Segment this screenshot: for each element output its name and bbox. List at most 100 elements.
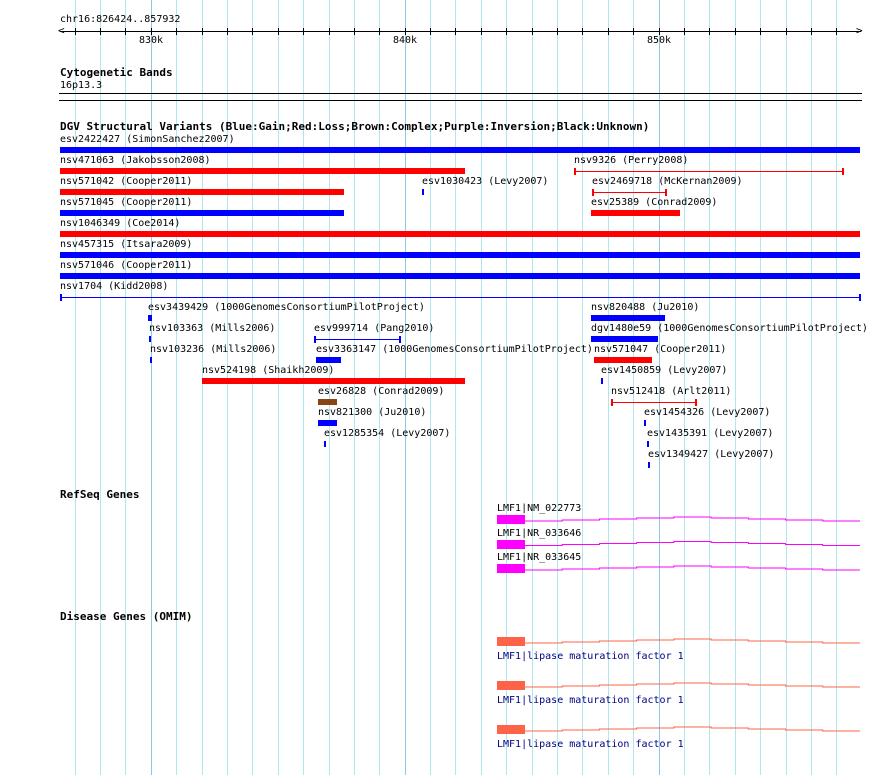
variant-label[interactable]: esv3439429 (1000GenomesConsortiumPilotPr…: [148, 302, 425, 313]
variant-label[interactable]: esv25389 (Conrad2009): [591, 197, 718, 208]
variant-bar[interactable]: [324, 441, 326, 447]
variant-label[interactable]: nsv821300 (Ju2010): [318, 407, 427, 418]
ruler-tick: [227, 28, 228, 35]
ruler-tick: [836, 28, 837, 35]
variant-label[interactable]: esv3363147 (1000GenomesConsortiumPilotPr…: [316, 344, 593, 355]
ruler-tick: [633, 28, 634, 35]
variant-label[interactable]: esv999714 (Pang2010): [314, 323, 435, 334]
gene-label[interactable]: LMF1|NR_033646: [497, 527, 582, 539]
variant-bar[interactable]: [60, 252, 860, 258]
variant-bar[interactable]: [60, 231, 860, 237]
grid-line: [125, 0, 126, 775]
variant-label[interactable]: nsv524198 (Shaikh2009): [202, 365, 335, 376]
variant-label[interactable]: esv1349427 (Levy2007): [648, 449, 775, 460]
variant-bar[interactable]: [594, 357, 652, 363]
variant-line[interactable]: [314, 339, 400, 340]
exon-block[interactable]: [497, 681, 525, 690]
variant-label[interactable]: nsv1704 (Kidd2008): [60, 281, 169, 292]
variant-bar[interactable]: [318, 399, 337, 405]
variant-line[interactable]: [592, 192, 666, 193]
ruler-tick: [760, 28, 761, 35]
variant-label[interactable]: nsv471063 (Jakobsson2008): [60, 155, 211, 166]
ruler-tick: [202, 28, 203, 35]
variant-label[interactable]: nsv820488 (Ju2010): [591, 302, 700, 313]
grid-line: [633, 0, 634, 775]
variant-bar[interactable]: [60, 210, 344, 216]
variant-bar[interactable]: [591, 336, 658, 342]
variant-label[interactable]: nsv103363 (Mills2006): [149, 323, 276, 334]
variant-label[interactable]: dgv1480e59 (1000GenomesConsortiumPilotPr…: [591, 323, 868, 334]
grid-line: [100, 0, 101, 775]
variant-start-cap: [611, 399, 613, 406]
variant-label[interactable]: nsv512418 (Arlt2011): [611, 386, 732, 397]
gene-label[interactable]: LMF1|NR_033645: [497, 552, 582, 563]
variant-label[interactable]: nsv9326 (Perry2008): [574, 155, 689, 166]
variant-label[interactable]: esv1454326 (Levy2007): [644, 407, 771, 418]
variant-label[interactable]: esv26828 (Conrad2009): [318, 386, 445, 397]
variant-label[interactable]: esv1450859 (Levy2007): [601, 365, 728, 376]
variant-label[interactable]: esv1285354 (Levy2007): [324, 428, 451, 439]
variant-label[interactable]: esv2469718 (McKernan2009): [592, 176, 743, 187]
disease-gene-label[interactable]: LMF1|lipase maturation factor 1: [497, 695, 684, 706]
ruler-tick: [786, 28, 787, 35]
variant-label[interactable]: nsv103236 (Mills2006): [150, 344, 277, 355]
exon-block[interactable]: [497, 564, 525, 573]
exon-block[interactable]: [497, 515, 525, 524]
variant-bar[interactable]: [422, 189, 424, 195]
variant-end-cap: [665, 189, 667, 196]
grid-line: [354, 0, 355, 775]
refseq-track-title: RefSeq Genes: [60, 488, 140, 501]
variant-bar[interactable]: [60, 273, 860, 279]
variant-bar[interactable]: [149, 336, 151, 342]
disease-gene-label[interactable]: LMF1|lipase maturation factor 1: [497, 739, 684, 750]
variant-bar[interactable]: [148, 315, 152, 321]
variant-label[interactable]: nsv1046349 (Coe2014): [60, 218, 181, 229]
cytoband-line-top: [59, 93, 862, 94]
disease-gene-label[interactable]: LMF1|lipase maturation factor 1: [497, 651, 684, 662]
variant-bar[interactable]: [150, 357, 152, 363]
grid-line: [481, 0, 482, 775]
variant-bar[interactable]: [601, 378, 603, 384]
variant-label[interactable]: nsv457315 (Itsara2009): [60, 239, 193, 250]
ruler-tick: [176, 28, 177, 35]
variant-label[interactable]: nsv571047 (Cooper2011): [594, 344, 727, 355]
exon-block[interactable]: [497, 539, 525, 549]
variant-label[interactable]: esv1435391 (Levy2007): [647, 428, 774, 439]
variant-bar[interactable]: [60, 147, 860, 153]
variant-bar[interactable]: [60, 189, 344, 195]
variant-bar[interactable]: [591, 210, 680, 216]
variant-bar[interactable]: [648, 462, 650, 468]
cytobands-title: Cytogenetic Bands: [60, 66, 173, 79]
exon-block[interactable]: [497, 725, 525, 734]
arrow-right-icon[interactable]: >: [856, 24, 863, 37]
variant-label[interactable]: nsv571046 (Cooper2011): [60, 260, 193, 271]
intron-line: [525, 516, 860, 522]
variant-label[interactable]: esv1030423 (Levy2007): [422, 176, 549, 187]
variant-bar[interactable]: [60, 168, 465, 174]
variant-bar[interactable]: [644, 420, 646, 426]
variant-line[interactable]: [574, 171, 843, 172]
variant-start-cap: [592, 189, 594, 196]
gene-label[interactable]: LMF1|NM_022773: [497, 503, 582, 514]
grid-line: [379, 0, 380, 775]
grid-line: [303, 0, 304, 775]
grid-line: [455, 0, 456, 775]
ruler-tick: [75, 28, 76, 35]
variant-bar[interactable]: [591, 315, 665, 321]
ruler-tick: [329, 28, 330, 35]
variant-bar[interactable]: [316, 357, 341, 363]
variant-label[interactable]: nsv571042 (Cooper2011): [60, 176, 193, 187]
variant-bar[interactable]: [202, 378, 465, 384]
variant-label[interactable]: esv2422427 (SimonSanchez2007): [60, 134, 235, 145]
variant-line[interactable]: [611, 402, 696, 403]
exon-block[interactable]: [497, 637, 525, 646]
variant-bar[interactable]: [647, 441, 649, 447]
variant-label[interactable]: nsv571045 (Cooper2011): [60, 197, 193, 208]
variant-bar[interactable]: [318, 420, 337, 426]
grid-line: [811, 0, 812, 775]
arrow-left-icon[interactable]: <: [58, 24, 65, 37]
variant-line[interactable]: [60, 297, 860, 298]
ruler-tick: [735, 28, 736, 35]
